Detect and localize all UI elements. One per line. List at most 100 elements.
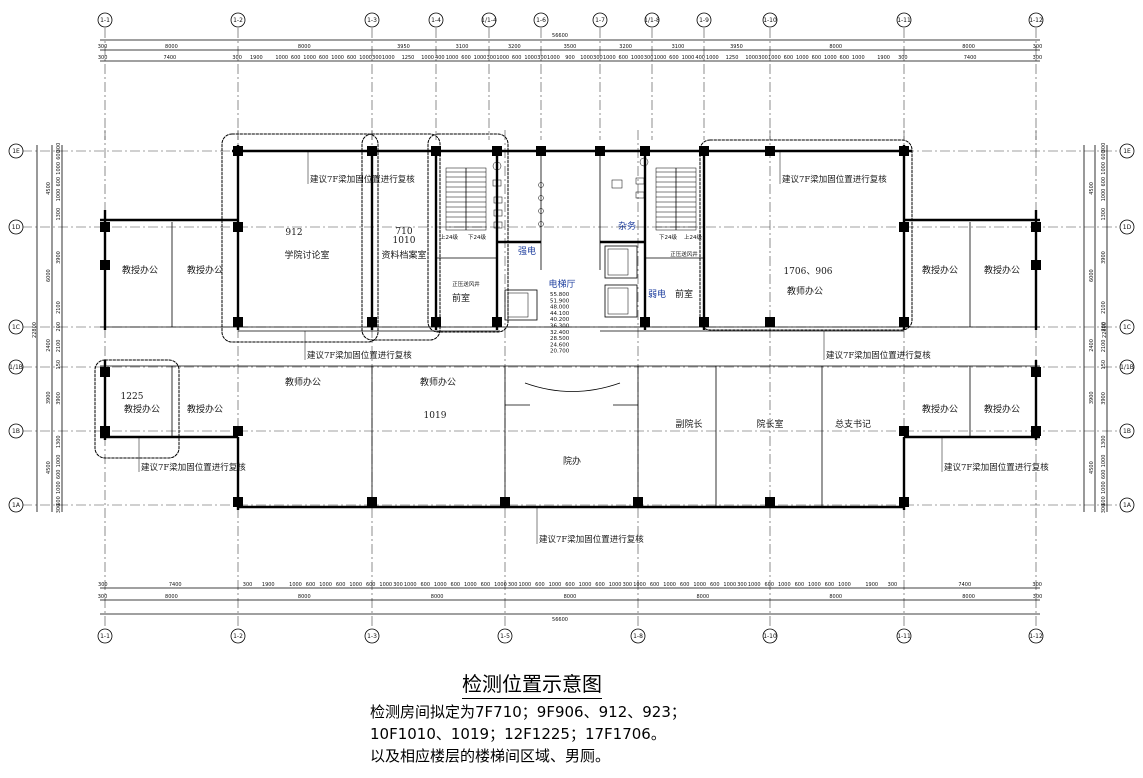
- dimension-label: 300: [487, 55, 497, 61]
- caption-title: 检测位置示意图: [462, 668, 602, 699]
- axis-label: 1-3: [367, 17, 377, 24]
- room-label: 强电: [518, 245, 536, 257]
- dimension-label: 2400: [46, 339, 52, 352]
- structural-column: [536, 146, 546, 156]
- structural-column: [640, 317, 650, 327]
- structural-column: [233, 222, 243, 232]
- dimension-label: 1250: [402, 55, 415, 61]
- axis-bubble: 1D: [8, 219, 24, 235]
- dimension-label: 1300: [1101, 435, 1107, 448]
- axis-bubble: 1-5: [497, 628, 513, 644]
- dimension-label: 8000: [298, 44, 311, 50]
- axis-bubble: 1-9: [696, 12, 712, 28]
- leader-lines: [138, 151, 943, 544]
- dimension-label: 600: [1101, 470, 1107, 480]
- structural-column: [100, 426, 110, 436]
- structural-column: [633, 497, 643, 507]
- room-label: 教授办公: [187, 403, 223, 415]
- dimension-label: 300: [593, 55, 603, 61]
- dimension-label: 1000: [56, 481, 62, 494]
- dimension-label: 300: [56, 143, 62, 153]
- axis-label: 1/1B: [9, 364, 23, 371]
- room-label: 院长室: [756, 418, 783, 430]
- room-label: 教授办公: [124, 403, 160, 415]
- dimension-label: 1000: [474, 55, 487, 61]
- axis-bubble: 1-7: [592, 12, 608, 28]
- dimension-label: 1000: [56, 189, 62, 202]
- structural-column: [765, 497, 775, 507]
- axis-label: 1E: [1123, 148, 1131, 155]
- dimension-label: 600: [306, 582, 316, 588]
- axis-label: 1C: [1123, 324, 1131, 331]
- dimension-label: 1000: [1101, 189, 1107, 202]
- dimension-label: 300: [98, 55, 108, 61]
- dimension-label: 1900: [865, 582, 878, 588]
- dimension-label: 8000: [165, 44, 178, 50]
- dimension-label: 600: [1101, 177, 1107, 187]
- dimension-label: 1000: [824, 55, 837, 61]
- dimension-label: 1000: [682, 55, 695, 61]
- axis-label: 1/1-8: [644, 17, 660, 24]
- dimension-label: 1300: [1101, 208, 1107, 221]
- structural-column: [367, 497, 377, 507]
- axis-label: 1E: [12, 148, 20, 155]
- structural-column: [492, 146, 502, 156]
- annotation-corridor-right: 建议7F梁加固位置进行复核: [826, 350, 931, 361]
- dimension-label: 1000: [382, 55, 395, 61]
- structural-column: [899, 426, 909, 436]
- dimension-label: 3100: [456, 44, 469, 50]
- structural-column: [233, 146, 243, 156]
- dimension-label: 600: [420, 582, 430, 588]
- room-number: 912: [285, 228, 302, 238]
- dimension-label: 1900: [262, 582, 275, 588]
- axis-bubble: 1-1: [97, 628, 113, 644]
- dimension-label: 300: [737, 582, 747, 588]
- room-label: 资料档案室: [381, 249, 426, 261]
- total-width-top: 56600: [552, 33, 568, 39]
- stair-left: [445, 167, 487, 231]
- axis-bubble: 1-8: [630, 628, 646, 644]
- room-number: 1706、906: [783, 267, 832, 277]
- axis-bubble: 1-6: [533, 12, 549, 28]
- elevation-value: 36.300: [550, 324, 570, 330]
- dimension-label: 300: [232, 55, 242, 61]
- dimension-label: 1000: [319, 582, 332, 588]
- dimension-label: 1000: [404, 582, 417, 588]
- shaft-label: 正压送风井: [670, 250, 698, 258]
- dimension-label: 600: [795, 582, 805, 588]
- structural-column: [765, 146, 775, 156]
- structural-column: [765, 317, 775, 327]
- elevation-value: 40.200: [550, 317, 570, 323]
- room-number: 710: [395, 227, 412, 237]
- dimension-label: 600: [366, 582, 376, 588]
- structural-column: [1031, 367, 1041, 377]
- dimension-label: 300: [393, 582, 403, 588]
- dimension-label: 1000: [549, 582, 562, 588]
- dimension-label: 6000: [46, 269, 52, 282]
- stair-treads: [446, 171, 696, 228]
- dimension-label: 7400: [164, 55, 177, 61]
- dimension-label: 3900: [56, 392, 62, 405]
- dimension-label: 7400: [964, 55, 977, 61]
- room-labels: 教授办公 教授办公 教授办公 教授办公 1225 教授办公 教授办公 教授办公 …: [121, 220, 1020, 467]
- dimension-label: 300: [98, 582, 108, 588]
- dimension-label: 600: [56, 496, 62, 506]
- dimension-label: 8000: [564, 594, 577, 600]
- room-label: 教授办公: [922, 403, 958, 415]
- elevation-value: 44.100: [550, 311, 570, 317]
- total-width-bottom: 56600: [552, 617, 568, 623]
- axis-bubble: 1-1: [97, 12, 113, 28]
- room-label: 电梯厅: [548, 278, 575, 290]
- stair-label: 下24级: [468, 233, 486, 241]
- dimension-lines: [36, 39, 1108, 615]
- axis-label: 1-7: [595, 17, 605, 24]
- dimension-label: 1000: [496, 55, 509, 61]
- dimension-label: 300: [56, 504, 62, 514]
- axis-label: 1-3: [367, 633, 377, 640]
- dimension-label: 1000: [303, 55, 316, 61]
- dimension-label: 300: [1101, 143, 1107, 153]
- room-label: 教师办公: [787, 285, 823, 297]
- structural-column: [899, 497, 909, 507]
- dimension-label: 8000: [165, 594, 178, 600]
- room-label: 教授办公: [922, 264, 958, 276]
